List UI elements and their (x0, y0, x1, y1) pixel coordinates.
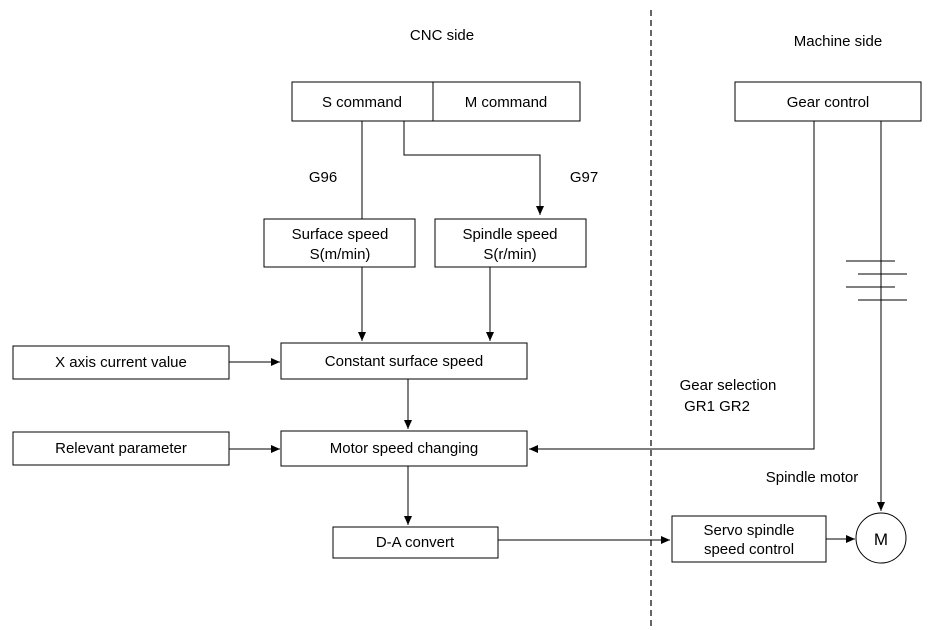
motor-speed-changing-box (280, 430, 528, 467)
gear-selection-label: Gear selection (680, 377, 777, 394)
da-convert-label: D-A convert (376, 534, 455, 551)
gear-symbol-icon (846, 260, 907, 301)
da-convert-box (332, 526, 499, 559)
spindle-speed-unit: S(r/min) (483, 246, 536, 263)
surface-speed-box (263, 218, 416, 268)
spindle-speed-box (434, 218, 587, 268)
machine-side-heading: Machine side (794, 33, 882, 50)
g96-label: G96 (309, 169, 337, 186)
m-command-box (432, 81, 581, 122)
motor-symbol-label: M (874, 530, 888, 549)
relevant-parameter-label: Relevant parameter (55, 440, 187, 457)
g97-connector (403, 121, 544, 215)
s-command-box (291, 81, 434, 122)
m-command-label: M command (465, 94, 548, 111)
spindle-motor-icon (855, 512, 907, 564)
gear-control-label: Gear control (787, 94, 870, 111)
servo-spindle-speed-control-box (671, 515, 827, 563)
relevant-parameter-box (12, 431, 230, 466)
gear-control-box (734, 81, 922, 122)
gear-selection-values: GR1 GR2 (684, 398, 750, 415)
constant-surface-speed-label: Constant surface speed (325, 353, 483, 370)
surface-speed-label: Surface speed (292, 226, 389, 243)
x-axis-current-value-label: X axis current value (55, 354, 187, 371)
spindle-motor-label: Spindle motor (766, 469, 859, 486)
motor-speed-changing-label: Motor speed changing (330, 440, 478, 457)
gear-selection-connector (529, 121, 815, 453)
g97-label: G97 (570, 169, 598, 186)
constant-surface-speed-box (280, 342, 528, 380)
cnc-side-heading: CNC side (410, 27, 474, 44)
servo-spindle-label: Servo spindle (704, 522, 795, 539)
s-command-label: S command (322, 94, 402, 111)
spindle-speed-label: Spindle speed (462, 226, 557, 243)
servo-speed-control-label: speed control (704, 541, 794, 558)
surface-speed-unit: S(m/min) (310, 246, 371, 263)
